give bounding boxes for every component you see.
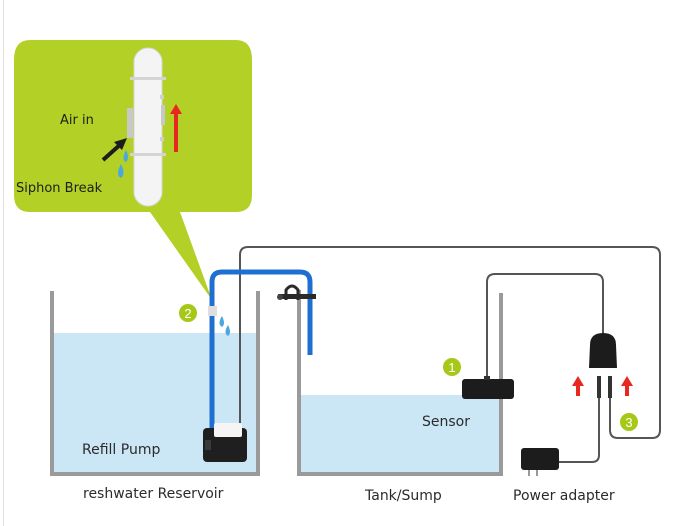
siphon-break-label: Siphon Break [16, 181, 103, 196]
svg-text:2: 2 [184, 306, 191, 321]
step-badge-1: 1 [443, 358, 461, 376]
power-adapter-label: Power adapter [513, 488, 615, 504]
reservoir-label: reshwater Reservoir [83, 486, 224, 502]
refill-hose [208, 269, 313, 430]
water-drops-icon [118, 150, 128, 178]
page-left-rule [3, 0, 4, 526]
air-in-label: Air in [60, 113, 94, 128]
plug-in-arrow-left-icon [572, 376, 584, 396]
pump-cable [239, 246, 661, 440]
refill-pump-label: Refill Pump [82, 442, 161, 458]
air-in-arrow-icon [101, 138, 127, 162]
sensor-icon [462, 376, 514, 399]
power-adapter-icon [521, 448, 559, 476]
siphon-break-device-icon [127, 47, 166, 207]
controller-icon [589, 333, 617, 398]
flow-up-arrow-icon [170, 104, 182, 152]
sensor-label: Sensor [422, 414, 470, 430]
step-badge-2: 2 [179, 304, 197, 322]
sensor-cable [486, 273, 604, 380]
siphon-drops-icon [219, 316, 230, 336]
step-badge-3: 3 [620, 413, 638, 431]
svg-text:1: 1 [448, 360, 455, 375]
siphon-break-callout [14, 40, 252, 300]
refill-pump-icon [203, 423, 247, 462]
svg-text:3: 3 [625, 415, 632, 430]
plug-in-arrow-right-icon [621, 376, 633, 396]
power-adapter-cable [556, 398, 600, 463]
tank-sump-label: Tank/Sump [365, 488, 442, 504]
hose-clip-icon [277, 284, 316, 300]
